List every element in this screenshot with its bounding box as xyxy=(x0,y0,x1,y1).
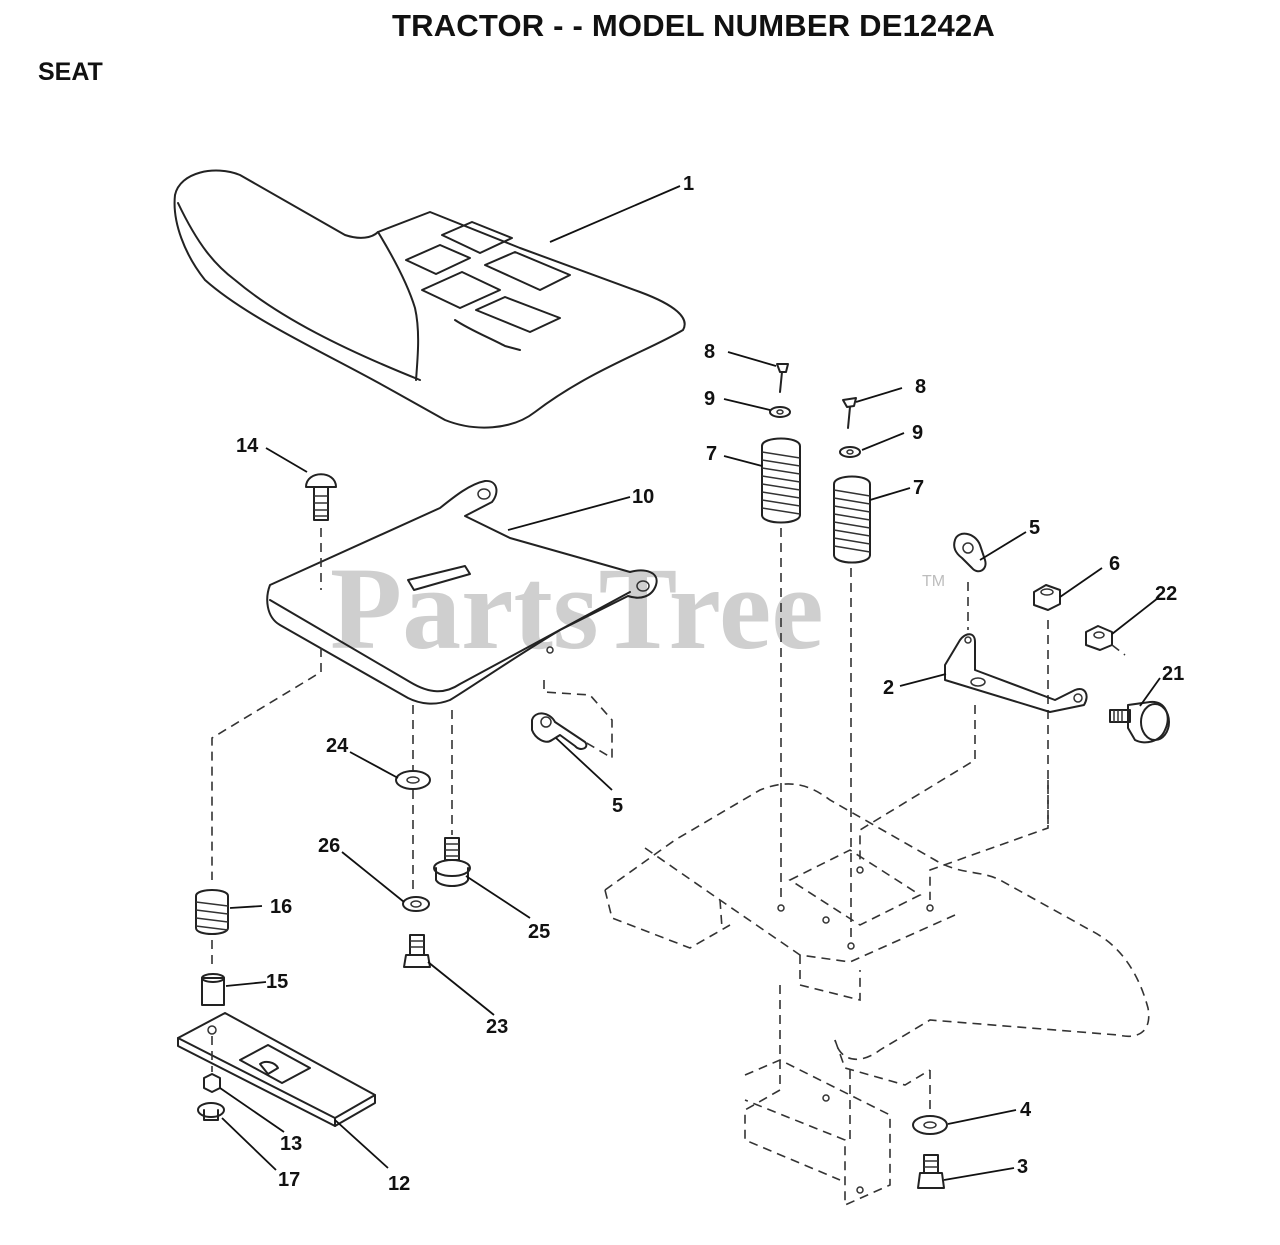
spring-assembly-right xyxy=(833,397,871,940)
spacer-part xyxy=(201,973,225,1006)
callout-26: 26 xyxy=(318,835,340,857)
nut-part-13 xyxy=(203,1073,221,1093)
spring-assembly-left xyxy=(761,363,801,900)
callout-16: 16 xyxy=(270,896,292,918)
hex-bolt-part-23 xyxy=(403,934,431,968)
lock-washer-part xyxy=(402,896,430,912)
callout-22: 22 xyxy=(1155,583,1177,605)
callout-4: 4 xyxy=(1020,1099,1032,1121)
spring-part-16 xyxy=(195,889,229,968)
bracket-part xyxy=(944,633,1088,713)
callout-12: 12 xyxy=(388,1173,410,1195)
callout-5-lower: 5 xyxy=(612,795,623,817)
hex-bolt-part-3 xyxy=(917,1154,945,1189)
flange-nut-part xyxy=(197,1102,225,1121)
clip-part-lower xyxy=(531,680,613,760)
washer-part-24 xyxy=(395,705,431,895)
tractor-frame-ghost xyxy=(604,783,1150,1207)
callout-14: 14 xyxy=(236,435,259,457)
callout-3: 3 xyxy=(1017,1156,1028,1178)
callout-2: 2 xyxy=(883,677,894,699)
watermark-trademark: TM xyxy=(922,573,945,590)
page-title: TRACTOR - - MODEL NUMBER DE1242A xyxy=(392,8,995,43)
carriage-bolt-part xyxy=(305,473,337,590)
nut-part-22 xyxy=(1085,625,1126,656)
callout-10: 10 xyxy=(632,486,654,508)
section-label: SEAT xyxy=(38,58,103,86)
callout-9-left: 9 xyxy=(704,388,715,410)
callout-1: 1 xyxy=(683,173,694,195)
callout-6: 6 xyxy=(1109,553,1120,575)
callout-24: 24 xyxy=(326,735,349,757)
nut-part-6 xyxy=(1033,584,1061,830)
callout-numbers: 1 14 10 8 9 7 8 9 7 5 6 22 2 21 24 5 26 … xyxy=(236,173,1184,1195)
shoulder-bolt-part xyxy=(433,710,471,887)
bracket-plate-part xyxy=(177,1012,376,1127)
callout-13: 13 xyxy=(280,1133,302,1155)
seat-pan-part xyxy=(266,479,658,705)
watermark-text: PartsTree xyxy=(330,543,824,674)
callout-21: 21 xyxy=(1162,663,1184,685)
knob-part xyxy=(1109,700,1170,744)
seat-part xyxy=(173,169,686,429)
callout-9-right: 9 xyxy=(912,422,923,444)
callout-23: 23 xyxy=(486,1016,508,1038)
callout-15: 15 xyxy=(266,971,288,993)
callout-25: 25 xyxy=(528,921,550,943)
clip-part-upper xyxy=(953,532,987,630)
callout-leaders xyxy=(219,185,1161,1181)
washer-part-4 xyxy=(912,1115,948,1135)
callout-7-left: 7 xyxy=(706,443,717,465)
callout-8-right: 8 xyxy=(915,376,926,398)
callout-7-right: 7 xyxy=(913,477,924,499)
callout-5-upper: 5 xyxy=(1029,517,1040,539)
callout-17: 17 xyxy=(278,1169,300,1191)
callout-8-left: 8 xyxy=(704,341,715,363)
